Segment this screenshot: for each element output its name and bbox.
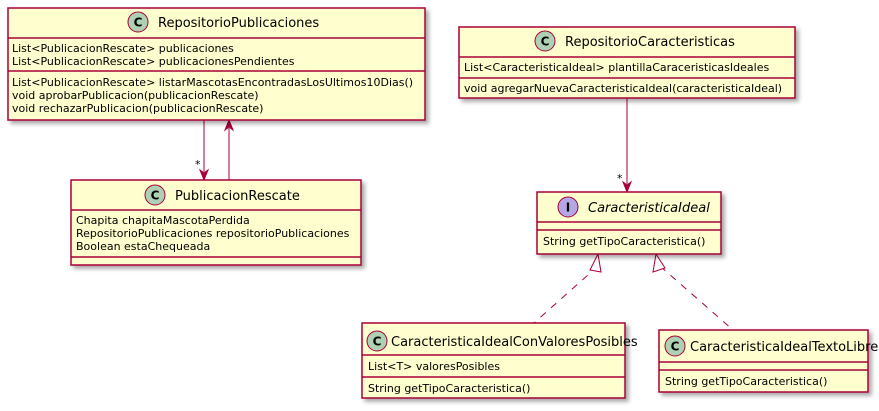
interface-badge-icon xyxy=(557,196,579,218)
method: void rechazarPublicacion(publicacionResc… xyxy=(12,102,263,115)
class-badge-letter: C xyxy=(151,189,160,203)
method: List<PublicacionRescate> listarMascotasE… xyxy=(12,76,413,89)
attribute: Chapita chapitaMascotaPerdida xyxy=(76,214,250,227)
class-caracteristica-texto-libre[interactable]: C CaracteristicaIdealTextoLibre String g… xyxy=(658,329,878,393)
realization-texto-libre xyxy=(659,265,734,331)
multiplicity-publicaciones: * xyxy=(195,158,201,171)
method: void aprobarPublicacion(publicacionResca… xyxy=(12,89,259,102)
interface-caracteristica-ideal[interactable]: I CaracteristicaIdeal String getTipoCara… xyxy=(536,191,722,255)
class-repositorio-publicaciones[interactable]: C RepositorioPublicaciones List<Publicac… xyxy=(7,7,426,121)
class-badge-icon xyxy=(127,11,149,33)
arrowhead-down-publicacion xyxy=(198,168,210,182)
class-publicacion-rescate[interactable]: C PublicacionRescate Chapita chapitaMasc… xyxy=(70,179,362,266)
class-badge-icon xyxy=(664,335,686,357)
class-badge-letter: C xyxy=(541,35,550,49)
attribute: List<PublicacionRescate> publicaciones xyxy=(12,42,234,55)
attribute: List<T> valoresPosibles xyxy=(368,360,500,373)
arrowhead-up-repo xyxy=(223,118,235,132)
attribute: Boolean estaChequeada xyxy=(76,240,210,253)
method: String getTipoCaracteristica() xyxy=(543,235,705,248)
realization-head-right xyxy=(652,252,666,273)
attribute: List<CaracteristicaIdeal> plantillaCarac… xyxy=(464,61,769,74)
interface-name: CaracteristicaIdeal xyxy=(588,201,710,216)
class-repositorio-caracteristicas[interactable]: C RepositorioCaracteristicas List<Caract… xyxy=(458,26,796,99)
class-badge-icon xyxy=(144,184,166,206)
relations xyxy=(198,98,734,331)
class-name: RepositorioCaracteristicas xyxy=(565,35,735,50)
class-name: PublicacionRescate xyxy=(175,189,300,204)
attribute: RepositorioPublicaciones repositorioPubl… xyxy=(76,227,350,240)
class-badge-letter: C xyxy=(134,16,143,30)
realization-valores-posibles xyxy=(533,265,599,324)
arrowhead-down-ideal xyxy=(621,180,633,194)
attribute: List<PublicacionRescate> publicacionesPe… xyxy=(12,55,295,68)
realization-head-left xyxy=(589,252,602,273)
method: void agregarNuevaCaracteristicaIdeal(car… xyxy=(464,82,782,95)
class-name: CaracteristicaIdealTextoLibre xyxy=(690,340,878,355)
class-caracteristica-valores-posibles[interactable]: C CaracteristicaIdealConValoresPosibles … xyxy=(361,322,638,399)
method: String getTipoCaracteristica() xyxy=(368,382,530,395)
class-badge-icon xyxy=(534,30,556,52)
class-badge-letter: C xyxy=(373,335,382,349)
class-badge-letter: C xyxy=(671,340,680,354)
class-name: RepositorioPublicaciones xyxy=(158,16,319,31)
interface-badge-letter: I xyxy=(566,201,570,215)
class-name: CaracteristicaIdealConValoresPosibles xyxy=(391,335,638,350)
method: String getTipoCaracteristica() xyxy=(665,375,827,388)
multiplicity-caracteristicas: * xyxy=(617,172,623,185)
class-badge-icon xyxy=(366,330,388,352)
